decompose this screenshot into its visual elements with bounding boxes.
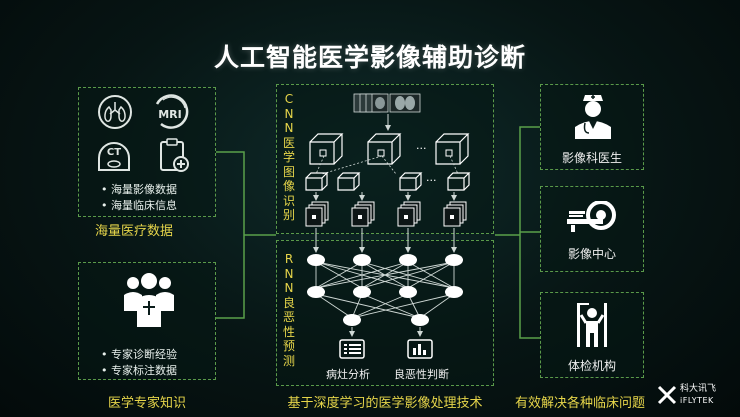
doctor-icon [575, 95, 611, 139]
feature-map-stacks [305, 201, 467, 227]
clipboard-icon [160, 138, 189, 172]
cnn-label-char: 别 [282, 208, 295, 222]
ct-scanner-icon [567, 201, 616, 232]
rnn-label-char: 恶 [282, 310, 295, 324]
benign-malignant-icon [407, 339, 433, 359]
ellipsis-2: ··· [426, 174, 437, 187]
rnn-label-char: 性 [282, 324, 295, 339]
right-label-checkup: 体检机构 [567, 359, 616, 373]
rnn-label-char: 预 [282, 339, 295, 353]
bullet-item: 专家诊断经验 [101, 347, 177, 363]
caption-clinical: 有效解决各种临床问题 [514, 396, 645, 411]
cnn-label-char: 医 [282, 135, 295, 150]
bullet-item: 海量临床信息 [101, 198, 177, 214]
cnn-label-char: C [284, 92, 294, 106]
expert-bullets: 专家诊断经验 专家标注数据 [101, 347, 177, 379]
input-scan-images [353, 93, 421, 113]
cnn-label-char: N [284, 106, 294, 121]
rnn-label: R N N 良 恶 性 预 测 [282, 252, 296, 368]
rnn-label-char: N [284, 266, 294, 281]
lungs-icon [98, 95, 132, 129]
rnn-connections [315, 261, 455, 319]
cnn-label-char: 学 [282, 150, 295, 164]
expert-knowledge-panel: 专家诊断经验 专家标注数据 [78, 262, 216, 380]
right-panel-radiologist: 影像科医生 [540, 84, 644, 170]
neural-network-diagram: ··· ··· [305, 93, 471, 359]
rnn-label-char: N [284, 281, 294, 295]
output-label-lesion: 病灶分析 [326, 368, 370, 381]
right-label-radiologist: 影像科医生 [561, 151, 622, 165]
bullet-item: 海量影像数据 [101, 182, 177, 198]
bullet-item: 专家标注数据 [101, 363, 177, 379]
cnn-label-char: 像 [282, 179, 295, 193]
cnn-label: C N N 医 学 图 像 识 别 [282, 92, 296, 223]
right-panel-imaging-center: 影像中心 [540, 186, 644, 272]
ct-icon [98, 142, 130, 171]
caption-deep-learning: 基于深度学习的医学影像处理技术 [287, 396, 483, 411]
mri-icon [155, 94, 189, 129]
output-label-benign-malignant: 良恶性判断 [394, 368, 449, 381]
logo-text: 科大讯飞 iFLYTEK [680, 384, 716, 406]
person-measure-icon [577, 303, 607, 347]
doctors-group-icon [124, 273, 174, 327]
mri-label: MRI [158, 108, 182, 121]
cnn-label-char: 图 [282, 164, 295, 179]
rnn-nodes [307, 254, 463, 326]
logo-line2: iFLYTEK [680, 396, 714, 405]
page-title: 人工智能医学影像辅助诊断 [213, 43, 526, 72]
iflytek-logo-icon [657, 385, 677, 405]
cnn-label-char: N [284, 121, 294, 135]
caption-expert-knowledge: 医学专家知识 [107, 396, 186, 411]
medical-data-panel: MRI CT 海量影像数据 海量临床信息 [78, 87, 216, 217]
cnn-label-char: 识 [282, 193, 295, 208]
right-panel-checkup: 体检机构 [540, 292, 644, 378]
medical-data-caption: 海量医疗数据 [95, 224, 174, 239]
medical-data-bullets: 海量影像数据 海量临床信息 [101, 182, 177, 214]
lesion-analysis-icon [339, 339, 365, 359]
rnn-label-char: R [284, 252, 294, 266]
rnn-label-char: 良 [282, 295, 295, 310]
ct-label: CT [106, 147, 122, 158]
logo-line1: 科大讯飞 [680, 384, 717, 394]
rnn-label-char: 测 [282, 353, 295, 368]
right-label-imaging-center: 影像中心 [567, 247, 616, 261]
ellipsis-1: ··· [416, 142, 427, 155]
